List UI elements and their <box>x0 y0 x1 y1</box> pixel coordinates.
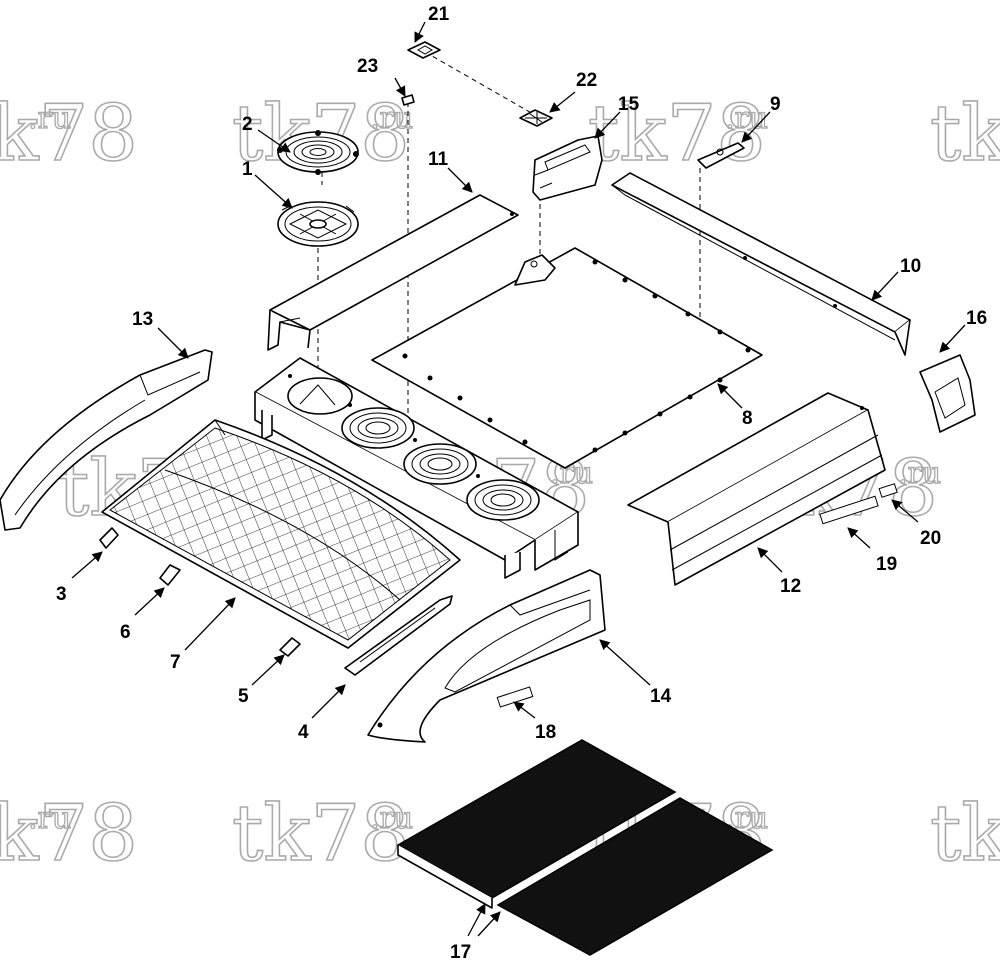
part-18-label <box>496 686 534 708</box>
watermark-11: tk78 <box>929 788 1000 880</box>
watermark-9: tk78 .ru <box>231 788 414 880</box>
callout-labels: 21 23 22 2 1 15 9 11 10 13 16 8 20 19 12… <box>56 4 987 963</box>
watermark-8: tk78 .ru <box>0 788 139 880</box>
housing-fan-guard-3 <box>466 479 540 521</box>
part-22-grid-plate <box>519 109 553 127</box>
callout-8: 8 <box>742 408 753 429</box>
watermark-4: tk78 <box>929 88 1000 180</box>
part-7-mesh-grille <box>101 419 461 649</box>
part-19-label-strip <box>819 495 879 525</box>
part-11-top-panel <box>267 194 519 351</box>
part-10-long-panel <box>611 172 911 356</box>
svg-text:.ru: .ru <box>370 801 413 836</box>
callout-15: 15 <box>618 94 640 115</box>
part-8-base-plate <box>371 247 763 469</box>
fan-housing-assembly <box>254 357 579 579</box>
watermark-1: tk78 .ru <box>0 88 139 180</box>
part-15-side-bracket <box>532 135 603 201</box>
svg-text:.ru: .ru <box>898 456 941 491</box>
leader-lines <box>71 21 966 937</box>
housing-fan-guard-2 <box>403 443 477 485</box>
svg-text:.ru: .ru <box>28 801 71 836</box>
part-21-label-plate <box>407 41 441 59</box>
svg-text:tk78: tk78 <box>232 789 410 879</box>
part-17-pad-right <box>496 797 774 956</box>
part-2-fan-guard <box>277 130 359 175</box>
part-23-clip <box>401 94 415 106</box>
callout-1: 1 <box>242 159 253 180</box>
svg-text:tk78: tk78 <box>588 89 766 179</box>
part-3-bracket <box>99 527 119 549</box>
callout-10: 10 <box>900 256 921 277</box>
svg-text:.ru: .ru <box>370 101 413 136</box>
svg-text:.ru: .ru <box>28 101 71 136</box>
watermark-3: tk78 .ru <box>587 88 769 180</box>
callout-3: 3 <box>56 584 67 605</box>
svg-text:tk78: tk78 <box>930 789 1000 879</box>
part-6-bracket <box>159 564 181 586</box>
callout-22: 22 <box>576 70 597 91</box>
callout-16: 16 <box>966 308 987 329</box>
part-16-side-bracket <box>919 354 976 433</box>
housing-fan-guard-1 <box>341 407 415 449</box>
part-9-bracket <box>697 142 745 169</box>
part-5-bracket <box>279 637 301 657</box>
callout-13: 13 <box>132 309 153 330</box>
callout-4: 4 <box>298 722 309 743</box>
callout-6: 6 <box>120 622 131 643</box>
callout-18: 18 <box>535 722 556 743</box>
part-8-bolt-holes <box>402 259 751 453</box>
callout-2: 2 <box>242 114 253 135</box>
callout-9: 9 <box>770 94 781 115</box>
part-17-pad-left <box>396 739 677 909</box>
callout-21: 21 <box>428 4 450 25</box>
part-1-fan <box>277 201 359 247</box>
callout-17: 17 <box>450 942 471 963</box>
part-14-side-fairing <box>367 569 606 743</box>
callout-12: 12 <box>780 576 801 597</box>
callout-14: 14 <box>650 686 672 707</box>
callout-5: 5 <box>238 686 249 707</box>
svg-text:.ru: .ru <box>725 101 768 136</box>
part-12-side-panel <box>627 392 886 586</box>
callout-20: 20 <box>920 528 941 549</box>
callout-7: 7 <box>170 652 181 673</box>
svg-text:tk78: tk78 <box>0 789 138 879</box>
svg-text:tk78: tk78 <box>0 89 138 179</box>
part-20-small-label <box>878 483 898 498</box>
callout-19: 19 <box>876 554 897 575</box>
callout-23: 23 <box>357 56 378 77</box>
svg-text:tk78: tk78 <box>930 89 1000 179</box>
part-13-front-trim <box>0 349 213 531</box>
part-4-trim-strip <box>344 595 453 676</box>
callout-11: 11 <box>428 149 449 170</box>
